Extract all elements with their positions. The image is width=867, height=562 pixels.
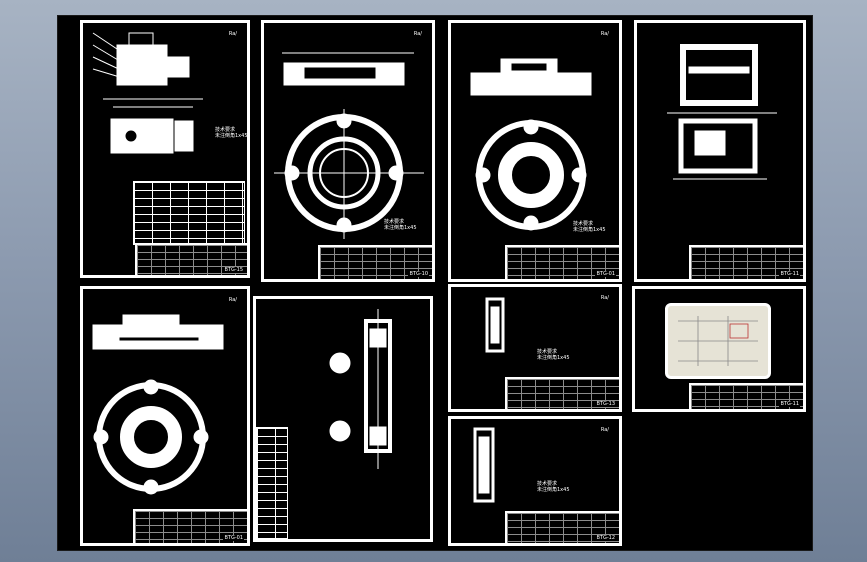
drawing-code: BTG-10	[408, 271, 429, 277]
drawing-sheet-plate-1: Ra/ 技术要求 未注倒角1x45 BTG-13	[448, 284, 622, 412]
roughness-symbol: Ra/	[228, 31, 237, 37]
drawing-code: BTG-12	[595, 535, 616, 541]
technical-requirements: 技术要求 未注倒角1x45	[384, 219, 417, 231]
schematic-lines	[678, 316, 758, 366]
title-block: BTG-11	[689, 245, 803, 279]
parts-list-table	[133, 181, 245, 245]
title-block: BTG-11	[689, 383, 803, 409]
drawing-sheet-flange-2: Ra/ 技术要求 未注倒角1x45 BTG-01	[448, 20, 622, 282]
drawing-canvas[interactable]: Ra/ 技术要求 未注倒角1x45 BTG-15 Ra/ 技术要求 未注倒角1x…	[57, 15, 813, 551]
technical-requirements: 技术要求 未注倒角1x45	[215, 127, 248, 139]
roughness-symbol: Ra/	[600, 31, 609, 37]
technical-requirements: 技术要求 未注倒角1x45	[537, 481, 570, 493]
schematic-panel	[665, 303, 771, 379]
drawing-sheet-flange-3: Ra/ BTG-01	[80, 286, 250, 546]
technical-requirements: 技术要求 未注倒角1x45	[537, 349, 570, 361]
drawing-code: BTG-15	[223, 267, 244, 273]
drawing-code: BTG-11	[779, 271, 800, 277]
flange-drawing	[470, 58, 592, 231]
title-block: BTG-15	[135, 243, 247, 275]
title-block: BTG-01	[505, 245, 619, 279]
flange-drawing	[92, 314, 224, 495]
roughness-symbol: Ra/	[600, 295, 609, 301]
roughness-symbol: Ra/	[600, 427, 609, 433]
drawing-code: BTG-13	[595, 401, 616, 407]
drawing-sheet-assembly: Ra/ 技术要求 未注倒角1x45 BTG-15	[80, 20, 250, 278]
drawing-sheet-shaft	[253, 296, 433, 542]
drawing-code: BTG-01	[223, 535, 244, 541]
drawing-sheet-bracket: BTG-11	[634, 20, 806, 282]
plate-drawing	[485, 297, 505, 353]
title-block: BTG-10	[318, 245, 432, 279]
roughness-symbol: Ra/	[413, 31, 422, 37]
drawing-sheet-plate-2: Ra/ 技术要求 未注倒角1x45 BTG-12	[448, 416, 622, 546]
assembly-drawing	[92, 32, 203, 154]
drawing-code: BTG-11	[779, 401, 800, 407]
parts-list-table	[256, 427, 288, 539]
drawing-code: BTG-01	[595, 271, 616, 277]
title-block: BTG-01	[133, 509, 247, 543]
bracket-drawing	[667, 44, 777, 180]
drawing-sheet-schematic: BTG-11	[632, 286, 806, 412]
technical-requirements: 技术要求 未注倒角1x45	[573, 221, 606, 233]
flange-drawing	[274, 52, 424, 239]
plate-drawing	[473, 427, 495, 503]
drawing-sheet-flange-1: Ra/ 技术要求 未注倒角1x45 BTG-10	[261, 20, 435, 282]
title-block: BTG-13	[505, 377, 619, 409]
title-block: BTG-12	[505, 511, 619, 543]
shaft-drawing	[329, 309, 392, 469]
roughness-symbol: Ra/	[228, 297, 237, 303]
